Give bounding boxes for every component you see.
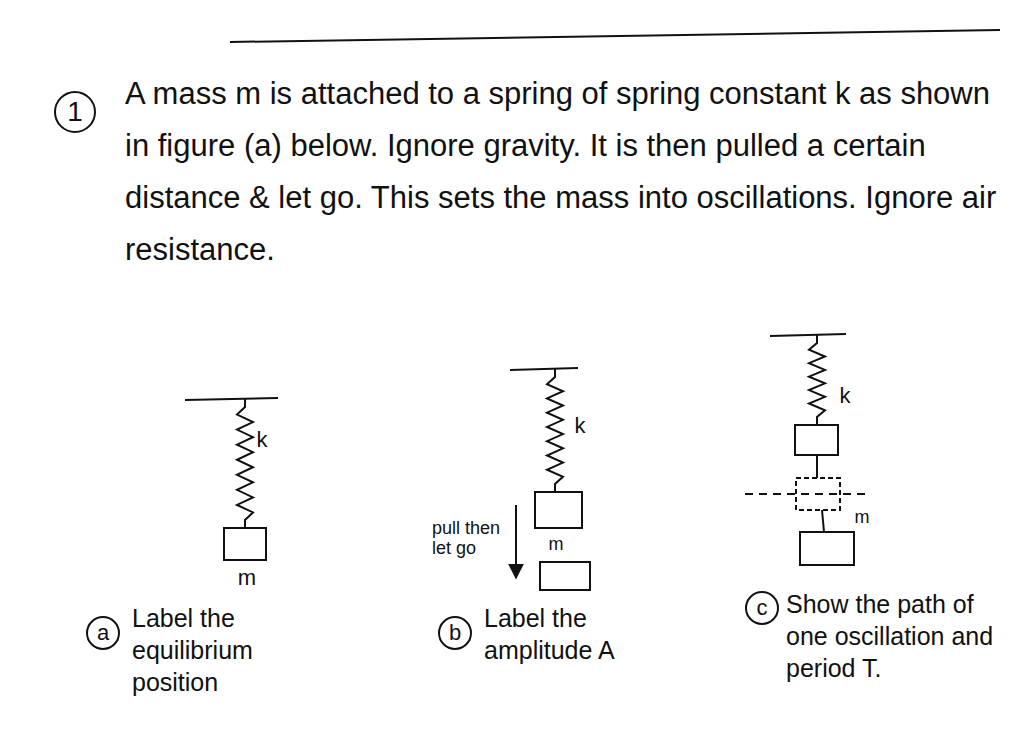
- spring-constant: k: [575, 413, 586, 439]
- caption-text: Show the path of one oscillation and per…: [786, 588, 1011, 684]
- ceiling: [510, 368, 578, 370]
- spring-constant: k: [840, 383, 851, 409]
- caption-circle: [746, 592, 778, 624]
- mass-block: [795, 425, 838, 455]
- caption-letter: b: [449, 620, 461, 646]
- instruction-note: pull then let go: [432, 518, 502, 558]
- spring-link: [816, 455, 818, 478]
- mass-label: m: [238, 565, 256, 591]
- caption-circle: [87, 617, 119, 649]
- spring-symbol: [547, 369, 563, 492]
- pull-arrow: [515, 505, 517, 578]
- ceiling: [185, 398, 278, 400]
- caption-circle: [439, 617, 471, 649]
- equilibrium-line: [745, 493, 866, 495]
- mass-block: [535, 492, 582, 528]
- mass-label: m: [549, 534, 564, 556]
- callout-number: 1: [67, 95, 83, 129]
- caption-text: Label the equilibrium position: [132, 602, 307, 698]
- caption-letter: c: [757, 595, 768, 621]
- ceiling: [770, 334, 846, 336]
- number-circle: [55, 92, 95, 132]
- spring-link: [822, 510, 824, 532]
- caption-letter: a: [97, 620, 109, 646]
- caption-text: Label the amplitude A: [484, 602, 654, 666]
- mass-block: [224, 528, 266, 560]
- header-rule: [230, 30, 1000, 42]
- spring-symbol: [237, 399, 253, 528]
- spring-symbol: [809, 335, 825, 425]
- mass-block: [800, 532, 854, 565]
- mass-label: m: [855, 507, 870, 529]
- mass-block-pulled: [540, 562, 590, 590]
- spring-constant: k: [257, 427, 268, 453]
- problem-text: A mass m is attached to a spring of spri…: [125, 68, 1005, 276]
